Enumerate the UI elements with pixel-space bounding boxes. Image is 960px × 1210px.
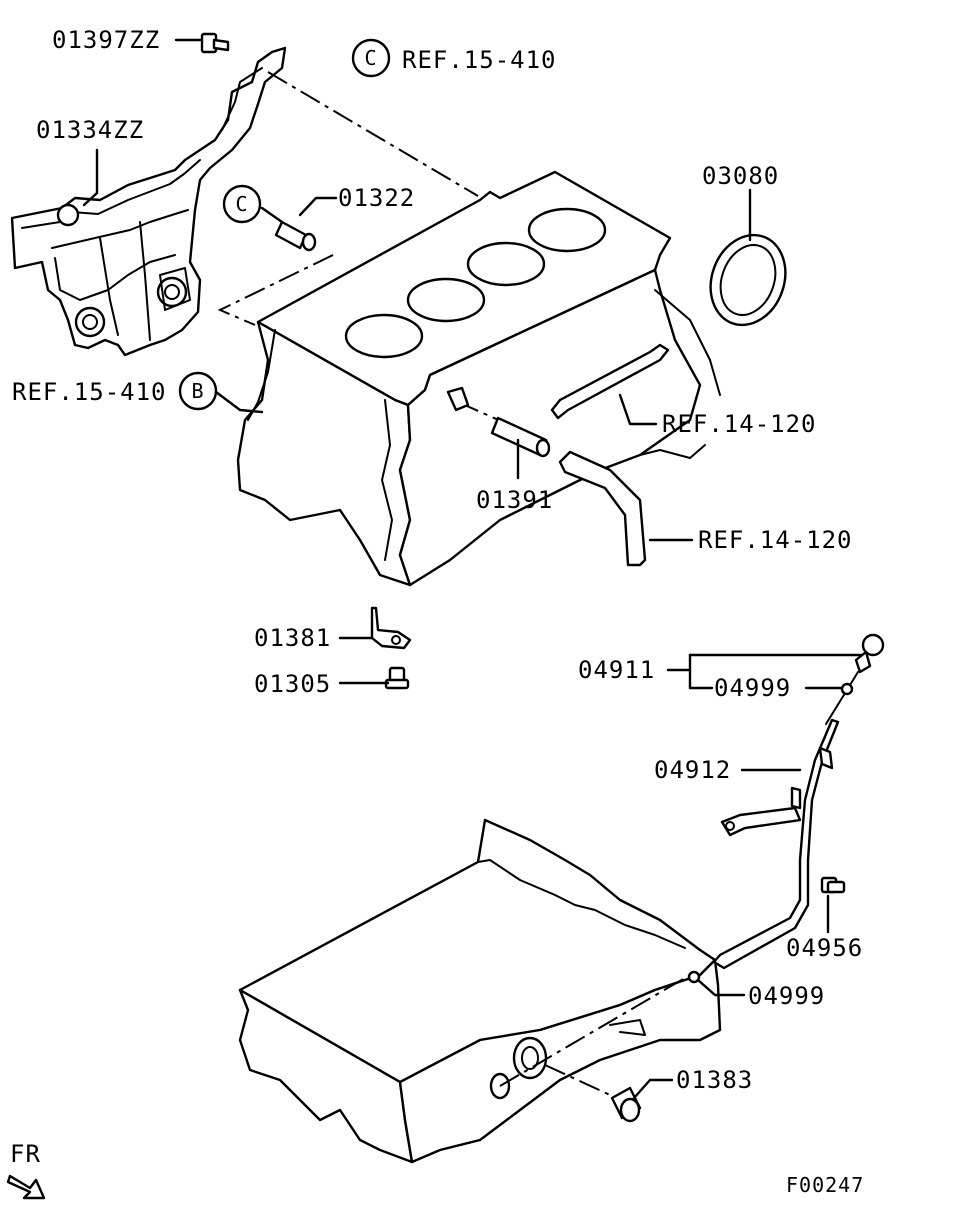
front-direction-arrow-icon: [6, 1174, 46, 1200]
oil-pan: [238, 818, 722, 1164]
water-hose-upper: [550, 343, 670, 420]
bolt-01397zz: [200, 32, 230, 54]
oil-level-gauge-04911: [825, 633, 885, 725]
alignment-line: [217, 254, 334, 326]
label-04999-upper: 04999: [714, 674, 791, 702]
svg-text:B: B: [191, 379, 204, 403]
oil-seal-03080: [709, 233, 787, 327]
label-fr: FR: [10, 1140, 41, 1168]
label-01397zz: 01397ZZ: [52, 26, 160, 54]
label-03080: 03080: [702, 162, 779, 190]
label-ref-15-410-b: REF.15-410: [12, 378, 167, 406]
callout-c-mid: C: [222, 184, 262, 224]
label-ref-14-120-lower: REF.14-120: [698, 526, 853, 554]
bolt-01305: [384, 666, 410, 690]
bolt-04956: [820, 876, 846, 894]
label-01383: 01383: [676, 1066, 753, 1094]
label-04999-lower: 04999: [748, 982, 825, 1010]
timing-belt-cover: [10, 46, 287, 357]
cylinder-block: [236, 170, 721, 587]
callout-b: B: [178, 371, 218, 411]
o-ring-04999-lower: [687, 970, 701, 984]
callout-c-top: C: [351, 38, 391, 78]
label-04912: 04912: [654, 756, 731, 784]
figure-code: F00247: [786, 1173, 864, 1197]
o-ring-04999-upper: [840, 682, 854, 696]
dowel-pin-01322: [274, 220, 317, 252]
label-ref-15-410-top: REF.15-410: [402, 46, 557, 74]
label-01381: 01381: [254, 624, 331, 652]
label-04911: 04911: [578, 656, 655, 684]
svg-text:C: C: [235, 192, 248, 216]
label-01391: 01391: [476, 486, 553, 514]
leader-lines: [82, 38, 864, 1100]
alignment-line: [267, 71, 479, 197]
label-01305: 01305: [254, 670, 331, 698]
drain-plug-01383: [610, 1086, 642, 1123]
alignment-line: [499, 974, 691, 1087]
pin-01391: [446, 386, 551, 458]
water-hose-lower: [558, 450, 647, 567]
label-04956: 04956: [786, 934, 863, 962]
label-ref-14-120-upper: REF.14-120: [662, 410, 817, 438]
svg-text:C: C: [364, 46, 377, 70]
oil-level-gauge-guide-04912: [712, 718, 840, 970]
alignment-line: [544, 1064, 611, 1096]
label-01334zz: 01334ZZ: [36, 116, 144, 144]
bracket-01381: [370, 606, 412, 650]
label-01322: 01322: [338, 184, 415, 212]
